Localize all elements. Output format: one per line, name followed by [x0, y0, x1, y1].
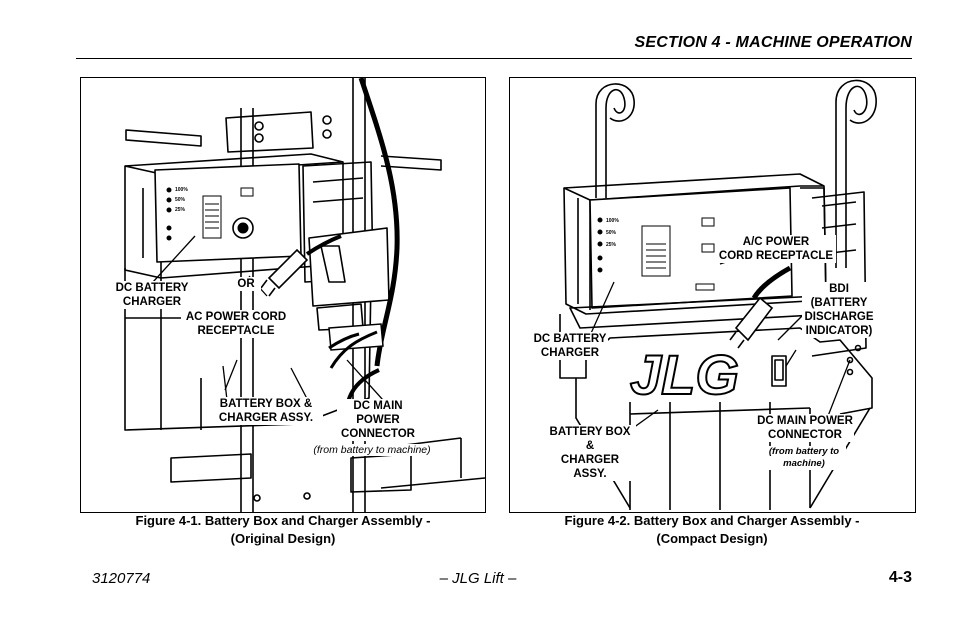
section-title: SECTION 4 - MACHINE OPERATION [634, 34, 912, 51]
gauge-50: 50% [175, 197, 186, 203]
label-ac-power-cord: A/C POWER CORD RECEPTACLE [716, 235, 836, 263]
gauge-50: 50% [606, 230, 617, 236]
label-dc-main-power: DC MAIN POWER CONNECTOR [756, 414, 854, 442]
figure1-caption: Figure 4-1. Battery Box and Charger Asse… [135, 513, 431, 546]
label-dc-battery-charger: DC BATTERY CHARGER [532, 332, 608, 360]
gauge-100: 100% [175, 187, 188, 193]
label-or: OR [231, 277, 261, 291]
gauge-25: 25% [606, 242, 617, 248]
doc-number: 3120774 [92, 570, 151, 587]
page-number: 4-3 [888, 569, 912, 586]
gauge-25: 25% [175, 207, 186, 213]
label-from-battery: (from battery to machine) [762, 446, 846, 470]
label-ac-power-cord: AC POWER CORD RECEPTACLE [181, 310, 291, 338]
label-dc-battery-charger: DC BATTERY CHARGER [109, 281, 195, 309]
label-from-battery: (from battery to machine) [307, 444, 437, 456]
footer-center: – JLG Lift – [439, 570, 517, 587]
label-battery-box: BATTERY BOX & CHARGER ASSY. [209, 397, 323, 425]
figure-original-design: 100% 50% 25% DC BATTERY CHARGER OR AC PO… [80, 77, 486, 513]
figure2-caption: Figure 4-2. Battery Box and Charger Asse… [564, 513, 860, 546]
figure-compact-design: JLG 100% 50% 25% A/C POWE [509, 77, 916, 513]
label-battery-box: BATTERY BOX & CHARGER ASSY. [544, 425, 636, 481]
jlg-logo: JLG [630, 343, 739, 406]
gauge-100: 100% [606, 218, 619, 224]
header-rule [76, 58, 912, 59]
battery-box-illustration-original [124, 78, 485, 512]
label-dc-main-power: DC MAIN POWER CONNECTOR [337, 399, 419, 441]
label-bdi: BDI (BATTERY DISCHARGE INDICATOR) [802, 282, 876, 338]
